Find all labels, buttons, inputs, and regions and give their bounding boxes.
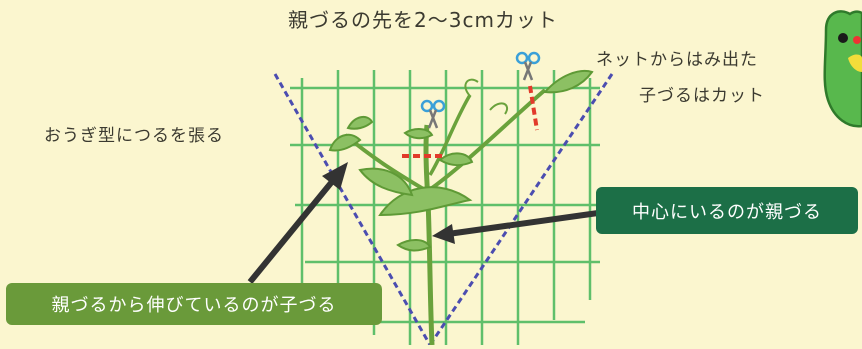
child-vine-label: 親づるから伸びているのが子づる — [6, 283, 382, 325]
scissors-icon — [515, 51, 541, 81]
mascot-character — [823, 10, 862, 128]
plant — [328, 70, 594, 346]
cut-marks — [402, 85, 539, 158]
main-vine-label: 中心にいるのが親づる — [596, 187, 858, 234]
overflow-cut-note-line2: 子づるはカット — [639, 86, 765, 106]
arrow-to-main-vine — [432, 210, 599, 244]
scissors-icon — [420, 99, 446, 129]
overflow-cut-note: ネットからはみ出た 子づるはカット — [596, 42, 765, 114]
overflow-cut-note-line1: ネットからはみ出た — [596, 50, 758, 70]
fan-guide-lines — [273, 73, 614, 346]
fan-shape-note: おうぎ型につるを張る — [44, 126, 224, 146]
arrow-to-child-vine — [247, 162, 348, 284]
page-title: 親づるの先を2〜3cmカット — [288, 8, 558, 32]
